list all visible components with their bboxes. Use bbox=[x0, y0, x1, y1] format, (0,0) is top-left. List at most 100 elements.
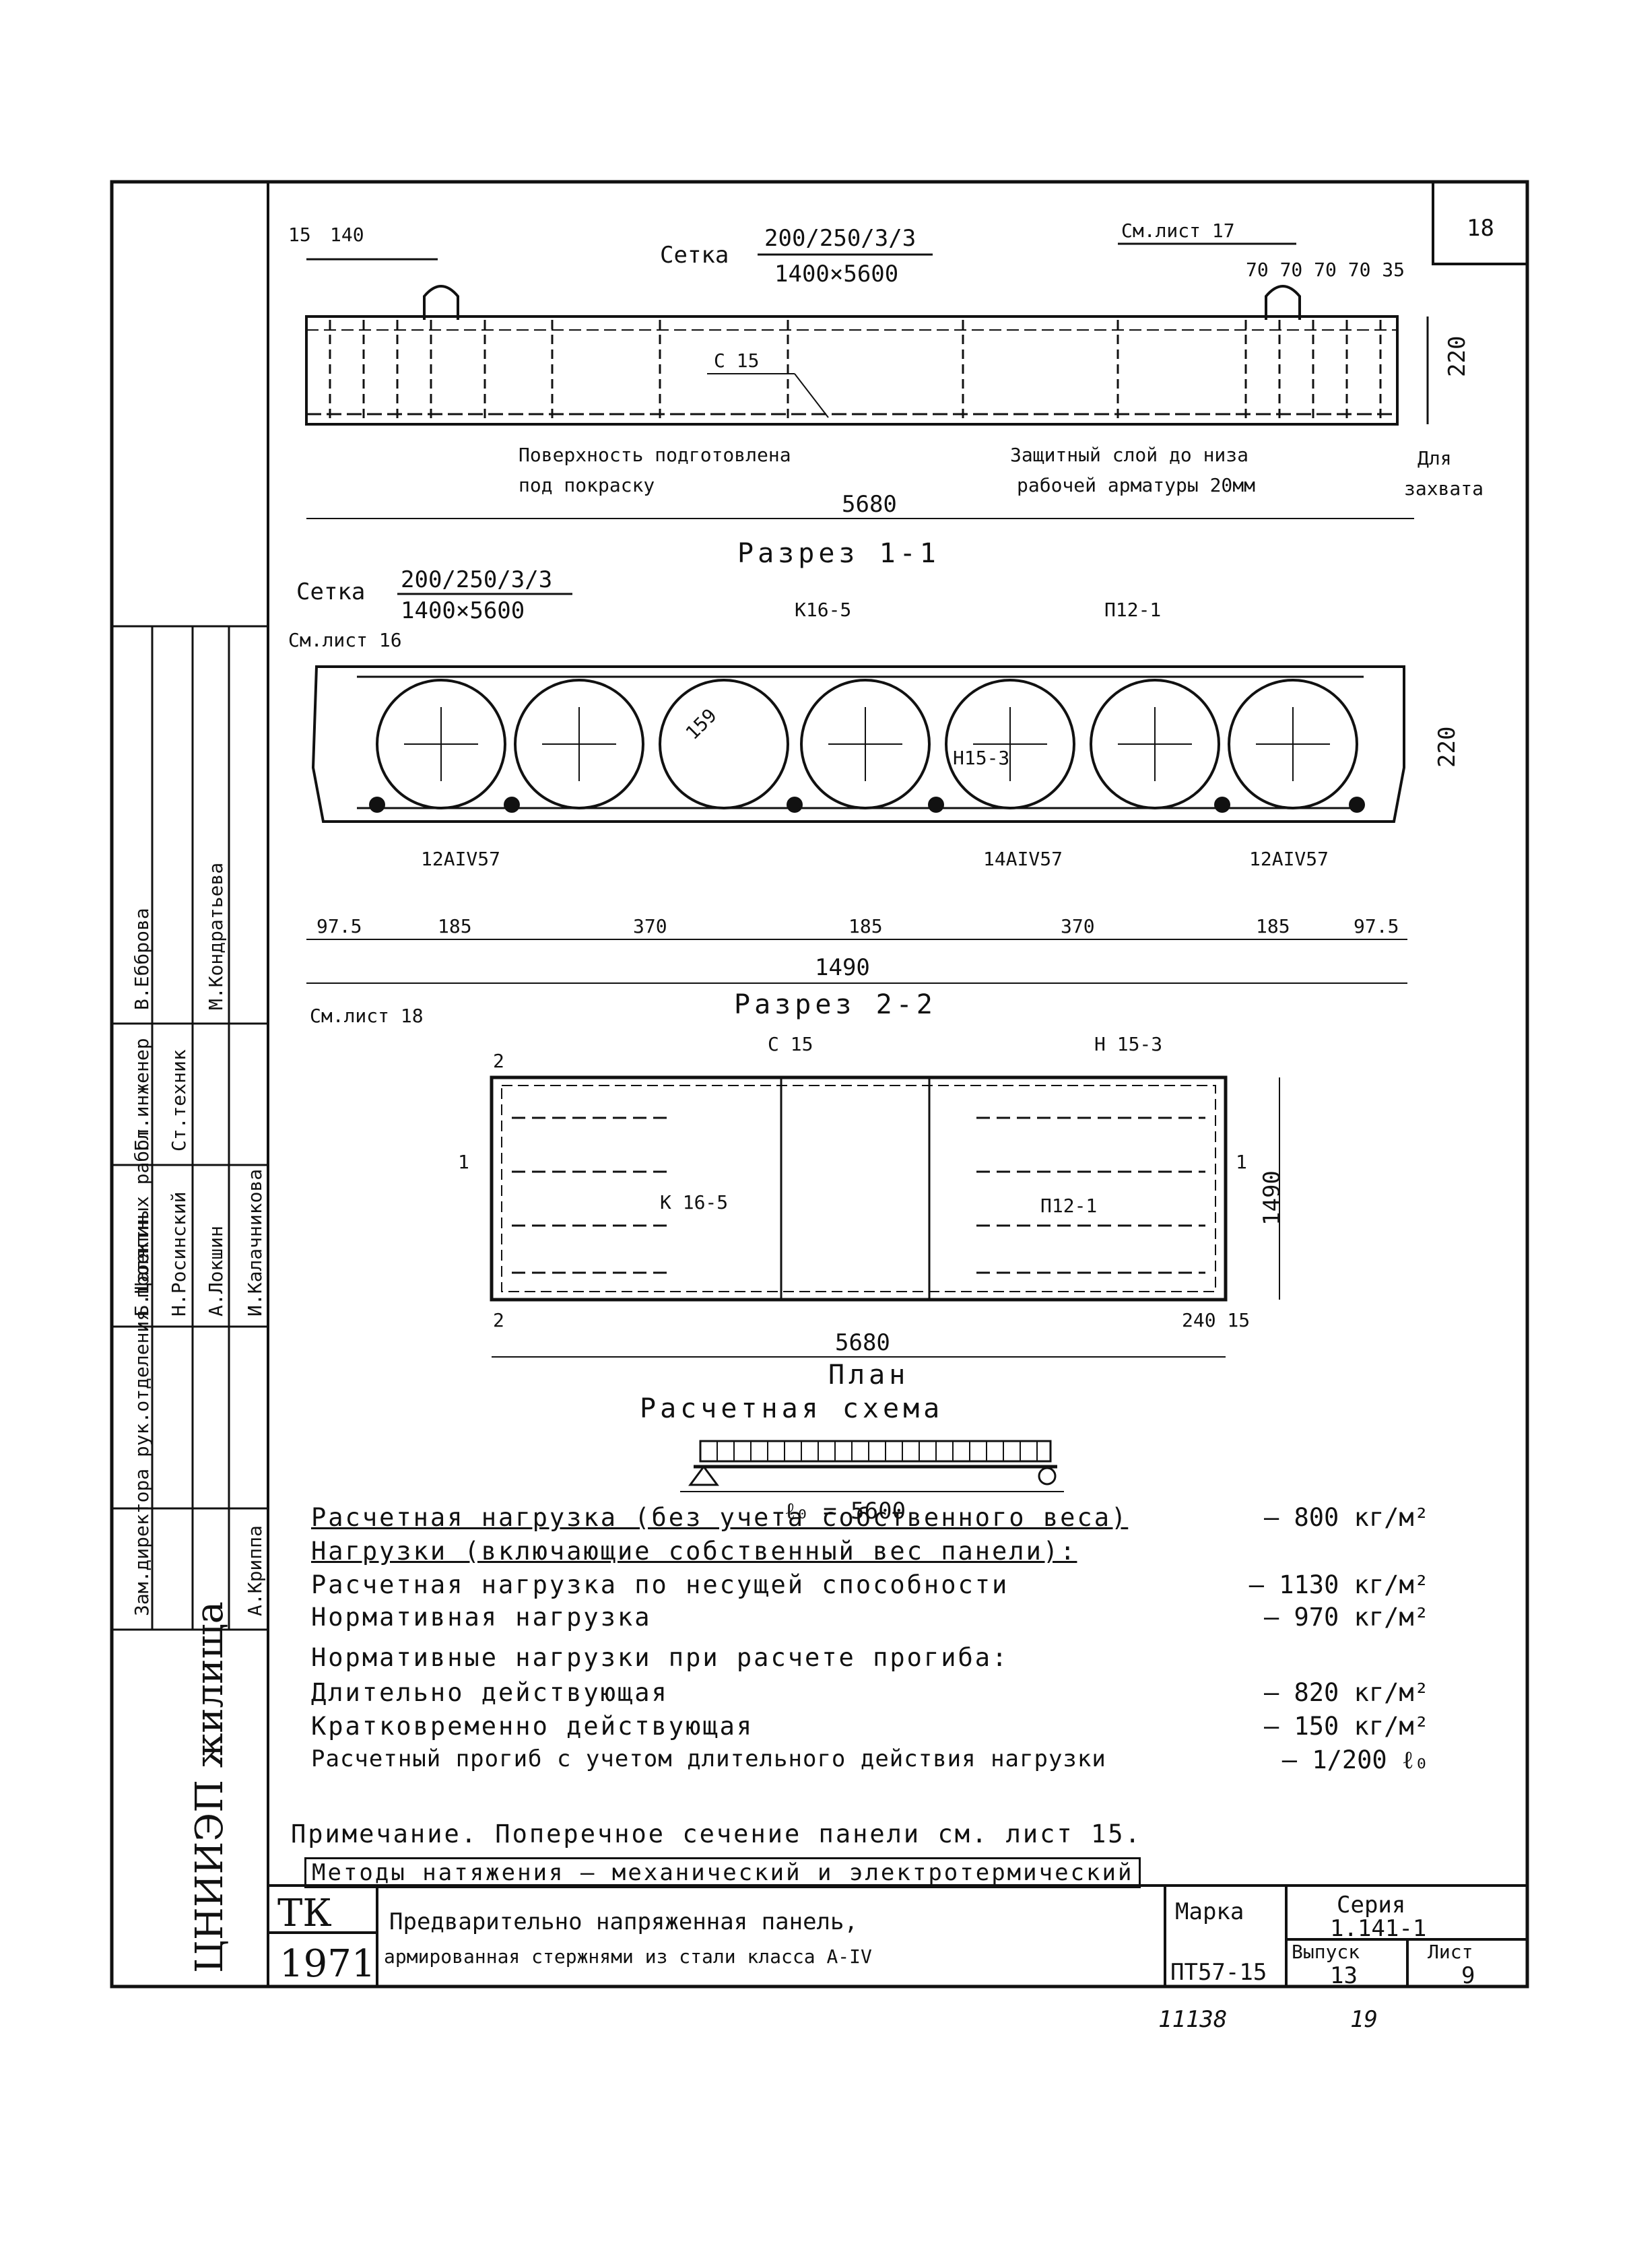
tb-issue: 13 bbox=[1330, 1962, 1358, 1989]
stamp-name-6: М.Кондратьева bbox=[205, 863, 227, 1010]
stamp-role-2: Ст.техник bbox=[168, 1049, 190, 1152]
s2-k16: К16-5 bbox=[795, 599, 851, 621]
tb-mark-label: Марка bbox=[1175, 1898, 1244, 1925]
stamp-name-1: Н.Росинский bbox=[168, 1192, 190, 1316]
title-block bbox=[268, 1884, 1527, 1987]
scheme-support-left bbox=[688, 1465, 719, 1486]
s2-total: 1490 bbox=[815, 954, 870, 981]
s1-surface-note-1: Поверхность подготовлена bbox=[519, 444, 791, 466]
stamp-name-2: А.Локшин bbox=[205, 1226, 227, 1316]
stamp-name-4: А.Криппа bbox=[244, 1525, 266, 1616]
design-scheme: Расчетная схема ℓ₀ = 5600 bbox=[640, 1393, 1064, 1525]
s2-bars bbox=[369, 797, 1365, 813]
plan-title: План bbox=[828, 1360, 909, 1391]
s1-title: Разрез 1-1 bbox=[737, 538, 940, 569]
note-short-term-val: — 150 кг/м² bbox=[1263, 1712, 1429, 1741]
plan-view: С 15 Н 15-3 К 16-5 П12-1 1 1 2 2 1490 56… bbox=[458, 1033, 1286, 1391]
svg-text:185: 185 bbox=[848, 915, 883, 937]
tb-series-label: Серия bbox=[1337, 1892, 1405, 1919]
note-normative: Нормативная нагрузка bbox=[311, 1603, 652, 1632]
note-design-load-val: — 800 кг/м² bbox=[1263, 1503, 1429, 1532]
note-bearing-val: — 1130 кг/м² bbox=[1248, 1570, 1429, 1599]
s2-mesh-top: 200/250/3/3 bbox=[401, 566, 552, 593]
note-remark: Примечание. Поперечное сечение панели см… bbox=[291, 1820, 1142, 1848]
corner-sheet-number: 18 bbox=[1467, 215, 1494, 242]
plan-cut-1-right: 1 bbox=[1236, 1151, 1247, 1173]
s2-slab-outline bbox=[311, 665, 1405, 823]
plan-k16: К 16-5 bbox=[660, 1191, 728, 1213]
scheme-load bbox=[699, 1440, 1052, 1463]
plan-p12: П12-1 bbox=[1040, 1195, 1097, 1217]
s1-mesh-bottom: 1400×5600 bbox=[774, 261, 898, 288]
stamp-role-1: Гл.инженер bbox=[131, 1038, 153, 1152]
s2-void-d: 159 bbox=[681, 704, 721, 744]
s1-beam bbox=[305, 315, 1399, 426]
s1-c15: С 15 bbox=[714, 349, 759, 372]
s1-protect-note-2: рабочей арматуры 20мм bbox=[1017, 474, 1255, 496]
s2-bar-mid: 14AIV57 bbox=[983, 848, 1063, 870]
s1-grip-1: Для bbox=[1418, 447, 1452, 469]
s2-mesh-bottom: 1400×5600 bbox=[401, 597, 525, 624]
note-loads-header: Нагрузки (включающие собственный вес пан… bbox=[311, 1537, 1077, 1566]
s2-dims: 97.5 185 370 185 370 185 97.5 bbox=[316, 915, 1399, 937]
note-bearing: Расчетная нагрузка по несущей способност… bbox=[311, 1570, 1009, 1599]
tb-issue-label: Выпуск bbox=[1292, 1941, 1360, 1963]
s1-loop-right bbox=[1265, 285, 1301, 320]
section-2-2: Сетка 200/250/3/3 1400×5600 См.лист 16 К… bbox=[288, 566, 1461, 1027]
scheme-title: Расчетная схема bbox=[640, 1393, 943, 1424]
tb-name-2: армированная стержнями из стали класса А… bbox=[384, 1945, 872, 1968]
s1-stirrups bbox=[329, 320, 1382, 421]
note-deflection-val: — 1/200 ℓ₀ bbox=[1281, 1745, 1429, 1774]
plan-cut-1-left: 1 bbox=[458, 1151, 469, 1173]
tb-series: 1.141-1 bbox=[1330, 1915, 1426, 1942]
scheme-span: ℓ₀ = 5600 bbox=[785, 1498, 906, 1525]
s2-bar-right: 12AIV57 bbox=[1249, 848, 1329, 870]
tb-tk: ТК bbox=[277, 1892, 332, 1935]
note-design-load: Расчетная нагрузка (без учета собственно… bbox=[311, 1503, 1129, 1532]
plan-cut-2-bottom: 2 bbox=[493, 1309, 504, 1331]
tb-year: 1971 bbox=[279, 1942, 376, 1986]
stamp-name-5: В.Ебброва bbox=[131, 908, 153, 1010]
s1-loop-left bbox=[423, 285, 459, 320]
stamp-role-0: Зам.директора рук.отделения проектных ра… bbox=[131, 1128, 153, 1616]
s1-dim-140: 140 bbox=[330, 224, 364, 246]
s1-mesh-top: 200/250/3/3 bbox=[764, 225, 916, 252]
s1-surface-note-2: под покраску bbox=[519, 474, 655, 496]
s2-height: 220 bbox=[1434, 727, 1461, 768]
note-long-term: Длительно действующая bbox=[311, 1678, 669, 1707]
note-deflection: Расчетный прогиб с учетом длительного де… bbox=[311, 1745, 1106, 1772]
svg-text:370: 370 bbox=[1061, 915, 1095, 937]
tb-name-1: Предварительно напряженная панель, bbox=[389, 1908, 858, 1935]
tb-mark: ПТ57-15 bbox=[1170, 1959, 1267, 1986]
note-long-term-val: — 820 кг/м² bbox=[1263, 1678, 1429, 1707]
tb-sheet-label: Лист bbox=[1428, 1941, 1473, 1963]
note-methods: Методы натяжения — механический и электр… bbox=[304, 1857, 1141, 1888]
s1-mesh-label: Сетка bbox=[660, 242, 729, 269]
plan-c15: С 15 bbox=[768, 1033, 813, 1055]
tb-sheet: 9 bbox=[1461, 1962, 1475, 1989]
plan-n15: Н 15-3 bbox=[1094, 1033, 1162, 1055]
s2-mesh-label: Сетка bbox=[296, 578, 365, 605]
svg-text:97.5: 97.5 bbox=[316, 915, 362, 937]
plan-cut-2-top: 2 bbox=[493, 1050, 504, 1072]
side-stamp bbox=[112, 625, 268, 1631]
plan-outline bbox=[490, 1075, 1228, 1302]
outer-frame bbox=[110, 180, 1529, 1989]
plan-length: 5680 bbox=[835, 1329, 890, 1356]
s1-height: 220 bbox=[1444, 336, 1471, 377]
plan-width: 1490 bbox=[1259, 1170, 1286, 1226]
s1-grip-2: захвата bbox=[1404, 477, 1484, 500]
footer-page: 19 bbox=[1350, 2006, 1378, 2033]
s1-length: 5680 bbox=[842, 491, 897, 518]
stamp-name-3: И.Калачникова bbox=[244, 1169, 266, 1316]
s2-voids bbox=[376, 679, 1358, 809]
footer-number: 11138 bbox=[1158, 2006, 1227, 2033]
stamp-name-0: Б.Шаляпин bbox=[131, 1214, 153, 1316]
scheme-support-right bbox=[1038, 1467, 1057, 1486]
section-1-1: 15 140 Сетка 200/250/3/3 1400×5600 См.ли… bbox=[288, 220, 1484, 569]
corner-box bbox=[1432, 180, 1529, 265]
s2-p12: П12-1 bbox=[1104, 599, 1161, 621]
svg-text:185: 185 bbox=[438, 915, 472, 937]
svg-text:185: 185 bbox=[1256, 915, 1290, 937]
